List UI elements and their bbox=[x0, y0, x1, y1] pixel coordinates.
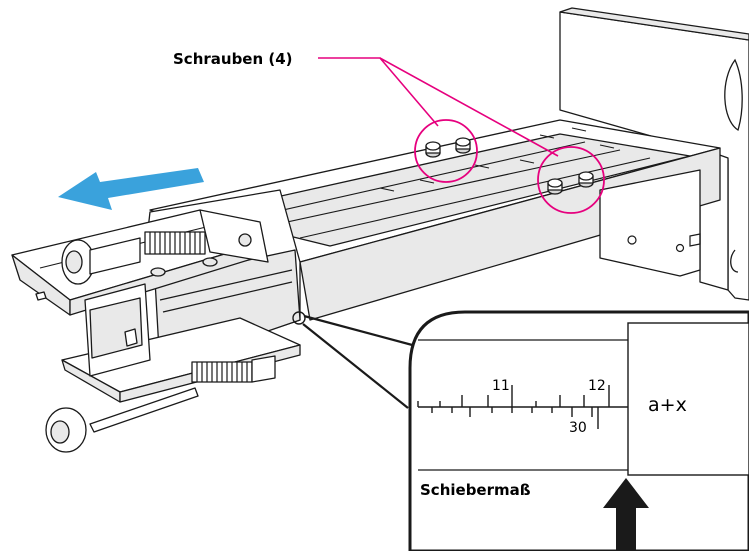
tick-label-12: 12 bbox=[588, 378, 606, 394]
lower-spring bbox=[191, 361, 253, 383]
callout-circle-left bbox=[414, 119, 478, 183]
slider-head bbox=[11, 189, 301, 453]
magnifier-leader bbox=[292, 311, 417, 409]
screws-callout: Schrauben (4) bbox=[173, 50, 605, 214]
upper-spring bbox=[144, 231, 206, 255]
screws-label: Schrauben (4) bbox=[173, 50, 293, 68]
wall-plate bbox=[559, 7, 749, 301]
scale-name-label: Schiebermaß bbox=[420, 481, 531, 499]
vernier-label-30: 30 bbox=[569, 420, 587, 436]
callout-circle-right bbox=[537, 146, 605, 214]
scale-ruler: 11 12 30 bbox=[417, 378, 628, 436]
screw-group bbox=[425, 137, 594, 195]
scale-detail-inset: a+x 11 12 30 Schiebermaß bbox=[408, 310, 749, 551]
arrow-up-icon bbox=[603, 478, 649, 551]
callout-line bbox=[318, 57, 559, 157]
tick-label-11: 11 bbox=[492, 378, 510, 394]
vernier-block bbox=[627, 322, 749, 476]
direction-arrow-icon bbox=[58, 168, 204, 210]
formula-label: a+x bbox=[648, 394, 687, 416]
extension-rail bbox=[149, 119, 721, 321]
